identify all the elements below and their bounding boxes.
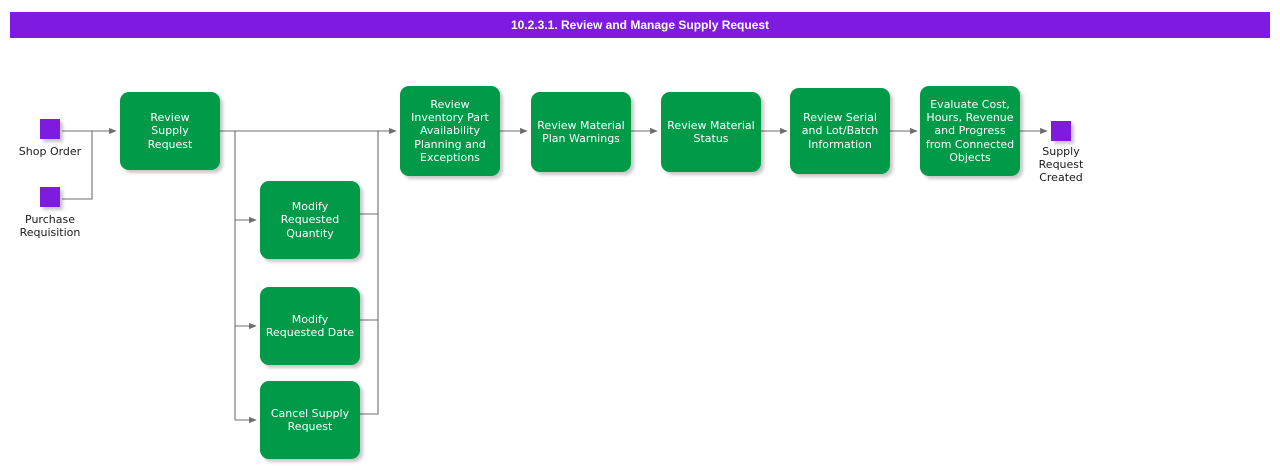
wire-return-cancel-supply-request bbox=[360, 320, 379, 415]
wire-purchase-requisition bbox=[62, 131, 93, 200]
wire-return-modify-requested-quantity bbox=[360, 131, 379, 215]
wire-return-modify-requested-date bbox=[360, 214, 379, 321]
node-review-inventory-part-availability[interactable]: Review Inventory Part Availability Plann… bbox=[400, 86, 500, 176]
node-review-inventory-part-availability-label: Review Inventory Part Availability Plann… bbox=[411, 97, 489, 164]
page-title-bar: 10.2.3.1. Review and Manage Supply Reque… bbox=[10, 12, 1270, 38]
page-title: 10.2.3.1. Review and Manage Supply Reque… bbox=[510, 18, 770, 32]
terminator-shop-order[interactable] bbox=[40, 119, 60, 139]
terminator-supply-request-created[interactable] bbox=[1051, 121, 1071, 141]
node-review-material-status-label: Review Material Status bbox=[667, 118, 755, 145]
terminator-purchase-requisition[interactable] bbox=[40, 187, 60, 207]
node-cancel-supply-request-label: Cancel Supply Request bbox=[270, 406, 350, 433]
node-evaluate-cost-hours-revenue-progress[interactable]: Evaluate Cost, Hours, Revenue and Progre… bbox=[920, 86, 1020, 176]
label-supply-request-created: Supply Request Created bbox=[1038, 145, 1084, 185]
node-evaluate-cost-hours-revenue-progress-label: Evaluate Cost, Hours, Revenue and Progre… bbox=[925, 97, 1015, 164]
node-review-supply-request-label: Review Supply Request bbox=[147, 111, 193, 151]
node-review-serial-and-lot-batch-information[interactable]: Review Serial and Lot/Batch Information bbox=[790, 88, 890, 174]
label-purchase-requisition: Purchase Requisition bbox=[19, 213, 81, 240]
node-modify-requested-date[interactable]: Modify Requested Date bbox=[260, 287, 360, 365]
node-review-material-plan-warnings-label: Review Material Plan Warnings bbox=[537, 118, 625, 145]
node-review-serial-and-lot-batch-information-label: Review Serial and Lot/Batch Information bbox=[801, 111, 879, 151]
node-modify-requested-date-label: Modify Requested Date bbox=[265, 312, 355, 339]
node-cancel-supply-request[interactable]: Cancel Supply Request bbox=[260, 381, 360, 459]
node-review-material-status[interactable]: Review Material Status bbox=[661, 92, 761, 172]
node-review-material-plan-warnings[interactable]: Review Material Plan Warnings bbox=[531, 92, 631, 172]
label-shop-order: Shop Order bbox=[18, 145, 82, 158]
node-modify-requested-quantity-label: Modify Requested Quantity bbox=[280, 200, 340, 240]
node-modify-requested-quantity[interactable]: Modify Requested Quantity bbox=[260, 181, 360, 259]
node-review-supply-request[interactable]: Review Supply Request bbox=[120, 92, 220, 170]
